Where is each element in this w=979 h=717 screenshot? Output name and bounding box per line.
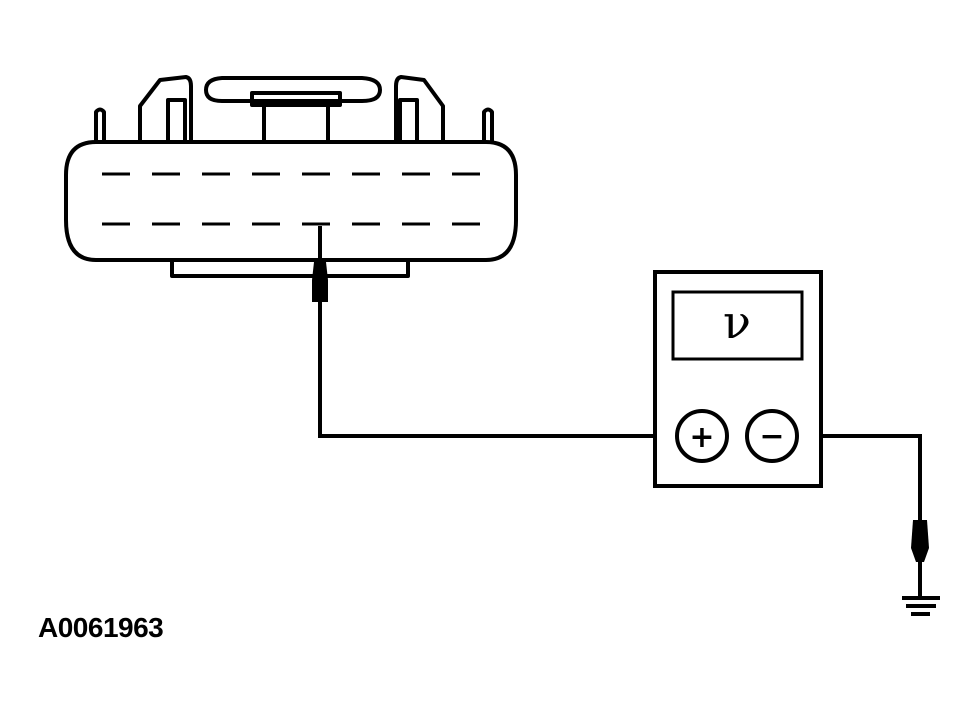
connector-latch-cap — [250, 91, 342, 107]
connector-right-tower-slot — [398, 98, 419, 144]
ground-probe-tip — [911, 548, 929, 562]
ground-probe-body — [911, 520, 929, 548]
positive-terminal — [675, 409, 729, 463]
connector — [64, 75, 518, 278]
connector-right-tower — [394, 75, 445, 144]
back-probe-body — [312, 280, 328, 302]
voltmeter: ν + − — [653, 270, 823, 488]
ground-probe — [911, 520, 929, 562]
positive-lead-wire — [318, 302, 678, 438]
negative-terminal — [745, 409, 799, 463]
back-probe-tip — [312, 262, 328, 280]
connector-left-tower-slot — [166, 98, 187, 144]
positive-terminal-symbol: + — [689, 420, 714, 455]
connector-bottom-skirt — [170, 258, 410, 278]
negative-lead-wire — [796, 434, 922, 520]
connector-left-tower — [138, 75, 193, 144]
voltmeter-display — [671, 290, 804, 361]
negative-terminal-symbol: − — [759, 419, 784, 454]
back-probe — [312, 262, 328, 302]
test-leads — [318, 302, 922, 596]
connector-body — [64, 140, 518, 262]
figure-reference-code: A0061963 — [38, 612, 164, 643]
connector-cavity-lines — [102, 172, 482, 226]
ground-icon — [902, 596, 940, 616]
connector-left-clip — [94, 107, 106, 144]
connector-latch-arm — [204, 76, 382, 103]
connector-right-clip — [482, 107, 494, 144]
connector-latch-block — [262, 103, 330, 144]
voltmeter-display-symbol: ν — [723, 295, 751, 349]
